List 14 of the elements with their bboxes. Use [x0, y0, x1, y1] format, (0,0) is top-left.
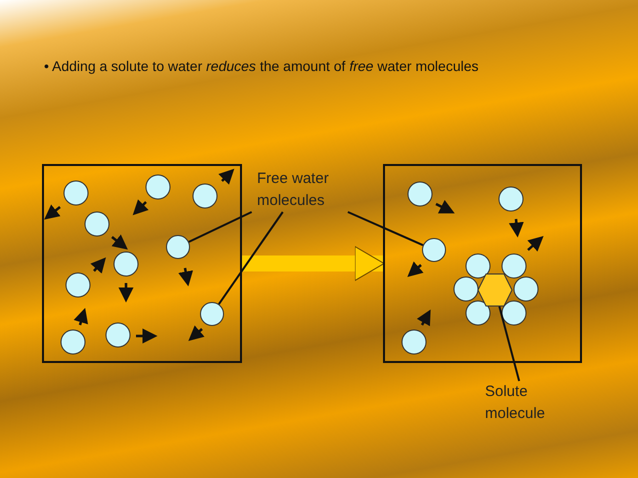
leader-line	[347, 211, 424, 246]
leader-line	[498, 306, 520, 382]
water-molecule	[166, 235, 190, 259]
container-box	[383, 164, 582, 363]
leader-line	[218, 211, 284, 305]
callout-label: Solute molecule	[485, 381, 565, 425]
water-molecule	[200, 302, 224, 326]
callout-label: Free water molecules	[248, 168, 348, 212]
leader-line	[188, 211, 252, 243]
water-molecule	[422, 238, 446, 262]
solute-molecule	[477, 273, 513, 307]
block-arrow	[242, 246, 384, 281]
title: • Adding a solute to water reduces the amount of free water molecules	[44, 58, 479, 74]
container-box	[42, 164, 242, 363]
